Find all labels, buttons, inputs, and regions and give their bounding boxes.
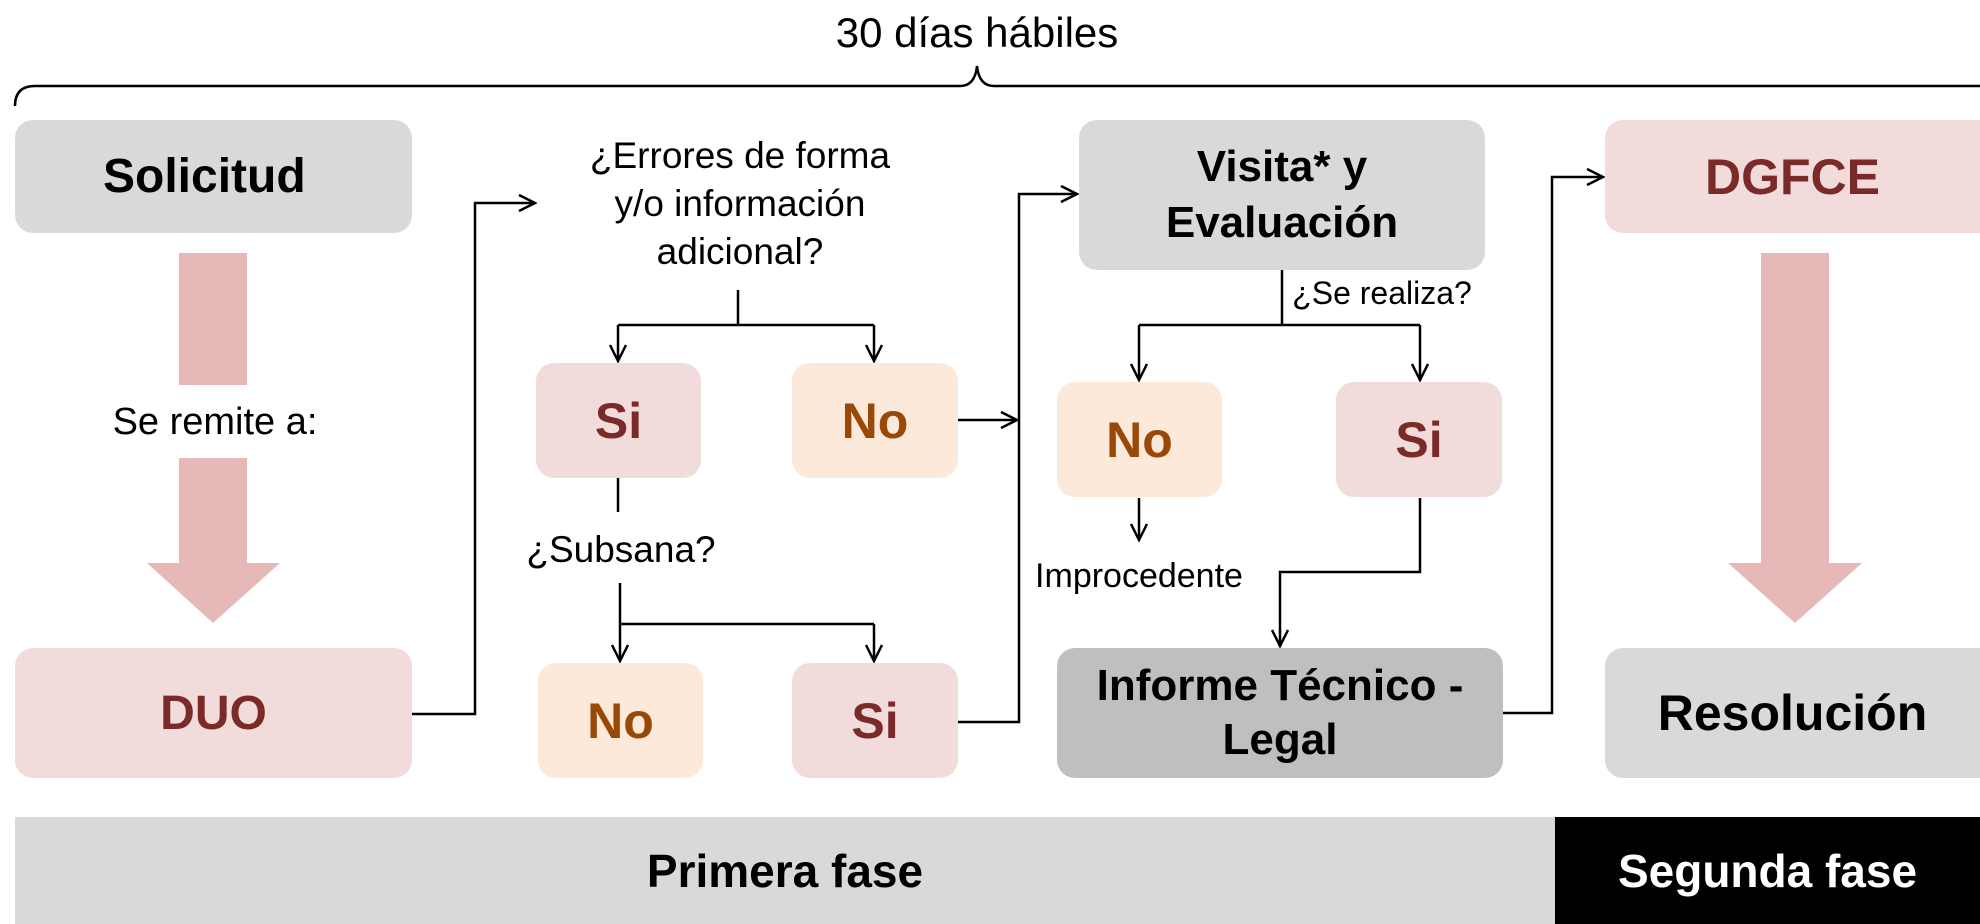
line-si-to-informe	[1280, 498, 1422, 646]
si-box-3: Si	[1336, 382, 1502, 497]
primera-fase-bar: Primera fase	[15, 817, 1555, 924]
solicitud-label: Solicitud	[103, 150, 306, 203]
se-remite-label: Se remite a:	[112, 401, 318, 443]
duo-label: DUO	[160, 686, 267, 740]
question-subsana: ¿Subsana?	[526, 529, 716, 570]
top-brace	[13, 65, 1980, 107]
informe-label: Informe Técnico - Legal	[1096, 661, 1464, 764]
no-label-3: No	[1106, 411, 1173, 468]
question-errores: ¿Errores de forma y/o información adicio…	[589, 135, 891, 272]
no-box-3: No	[1057, 382, 1222, 497]
si-box-2: Si	[792, 663, 958, 778]
informe-box: Informe Técnico - Legal	[1057, 648, 1503, 778]
no-label-1: No	[841, 392, 909, 449]
arrow-solicitud-to-duo	[147, 253, 280, 623]
question-se-realiza: ¿Se realiza?	[1292, 275, 1472, 311]
duo-box: DUO	[15, 648, 412, 778]
line-si-to-visita	[958, 194, 1077, 724]
si-label-1: Si	[594, 392, 643, 449]
dgfce-label: DGFCE	[1705, 148, 1880, 205]
si-label-3: Si	[1395, 411, 1443, 468]
solicitud-box: Solicitud	[15, 120, 412, 233]
improcedente-label: Improcedente	[1035, 557, 1243, 595]
segunda-fase-bar: Segunda fase	[1555, 817, 1980, 924]
no-label-2: No	[587, 692, 654, 749]
line-question-split	[618, 290, 874, 327]
visita-box: Visita* y Evaluación	[1079, 120, 1485, 270]
duration-label: 30 días hábiles	[835, 9, 1119, 56]
si-label-2: Si	[851, 692, 899, 749]
resolucion-box: Resolución	[1605, 648, 1980, 778]
line-visita-split	[1139, 270, 1420, 327]
segunda-fase-label: Segunda fase	[1617, 844, 1918, 897]
no-box-2: No	[538, 663, 703, 778]
visita-label: Visita* y Evaluación	[1165, 142, 1399, 247]
resolucion-label: Resolución	[1657, 685, 1928, 741]
line-subsana-split	[618, 583, 874, 626]
no-box-1: No	[792, 363, 958, 478]
si-box-1: Si	[536, 363, 701, 478]
primera-fase-label: Primera fase	[646, 844, 924, 897]
line-informe-to-dgfce	[1503, 177, 1603, 715]
dgfce-box: DGFCE	[1605, 120, 1980, 233]
arrow-dgfce-to-resolucion	[1728, 253, 1862, 623]
line-duo-to-question	[412, 203, 535, 716]
